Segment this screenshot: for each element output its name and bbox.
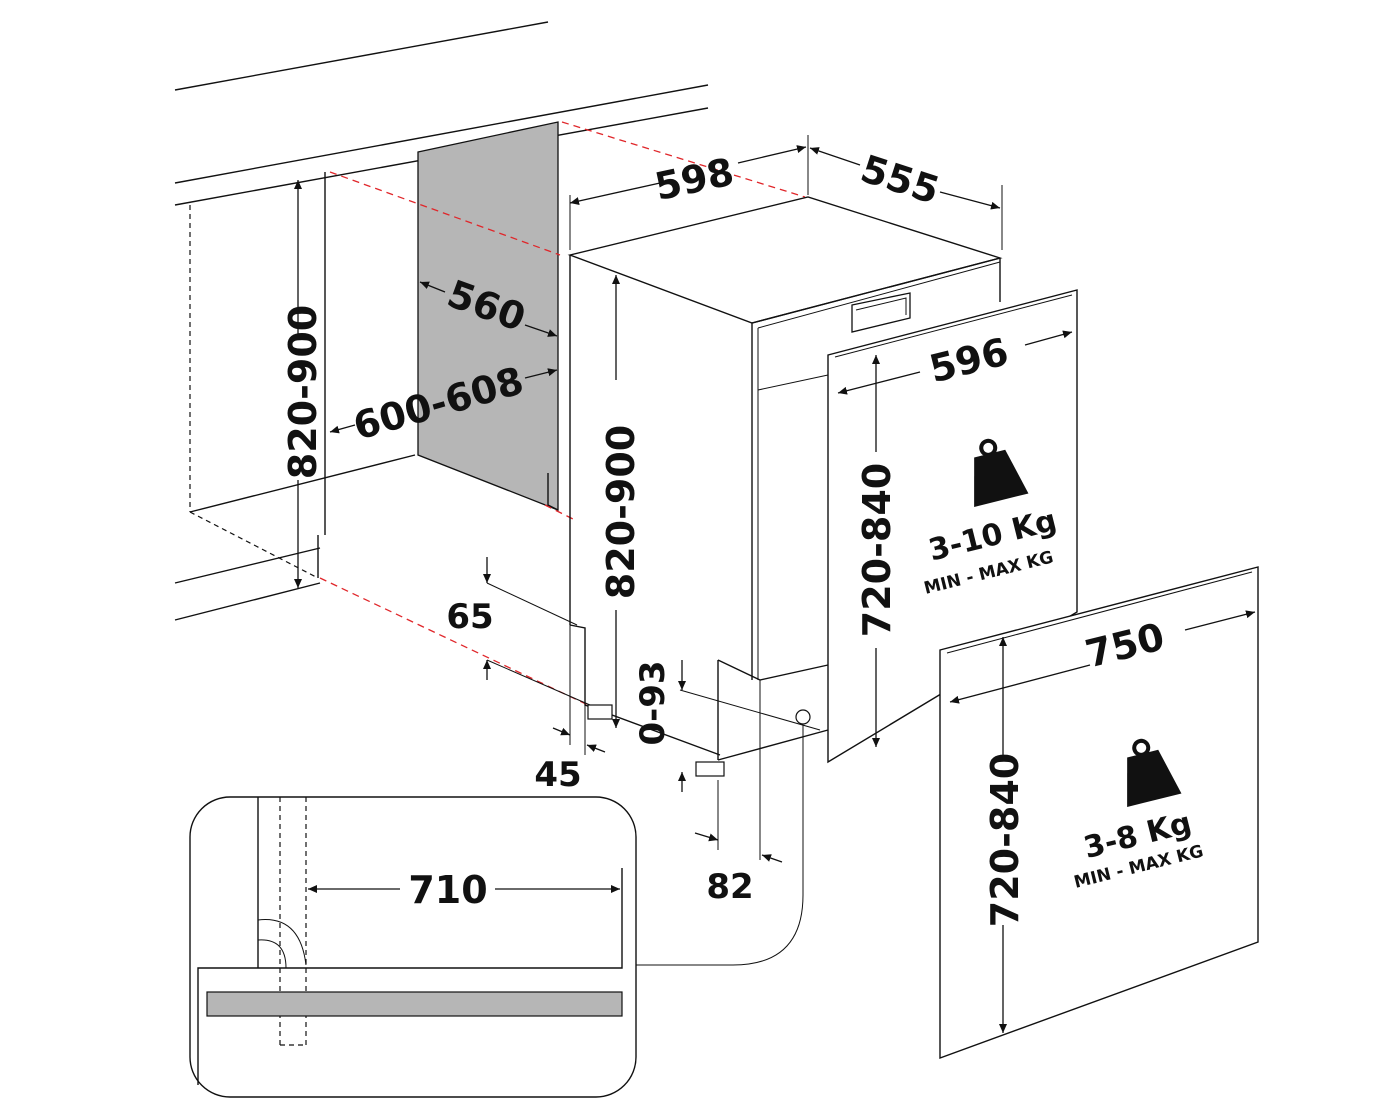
plinth-depth-label: 82 <box>706 867 753 907</box>
dishwasher-body <box>567 196 1003 777</box>
detail-plinth <box>206 991 623 1017</box>
appliance-depth-label: 555 <box>855 146 944 212</box>
weight-icon <box>1127 738 1182 808</box>
detail-marker <box>795 709 811 725</box>
foot-adjust-label: 0-93 <box>633 660 673 745</box>
detail-inset: 710 <box>189 725 804 1098</box>
base-dimensions: 65 45 0-93 82 <box>446 557 821 907</box>
outer-door-panel: 750 720-840 3-8 Kg MIN - MAX KG <box>939 566 1259 1060</box>
outer-panel-height-label: 720-840 <box>983 753 1027 927</box>
cabinet-niche <box>174 21 806 706</box>
plinth-recess-label: 65 <box>446 597 493 637</box>
cabinet-height-dimension: 820-900 <box>281 180 325 588</box>
detail-width-label: 710 <box>408 868 487 912</box>
appliance-width-label: 598 <box>651 150 738 210</box>
appliance-height-dimension: 820-900 <box>599 275 643 728</box>
inner-panel-height-label: 720-840 <box>855 463 899 637</box>
front-foot <box>695 761 725 777</box>
appliance-height-label: 820-900 <box>599 425 643 599</box>
weight-icon <box>974 438 1029 508</box>
foot-offset-label: 45 <box>534 755 581 795</box>
cabinet-height-label: 820-900 <box>281 305 325 479</box>
front-foot <box>587 704 613 720</box>
